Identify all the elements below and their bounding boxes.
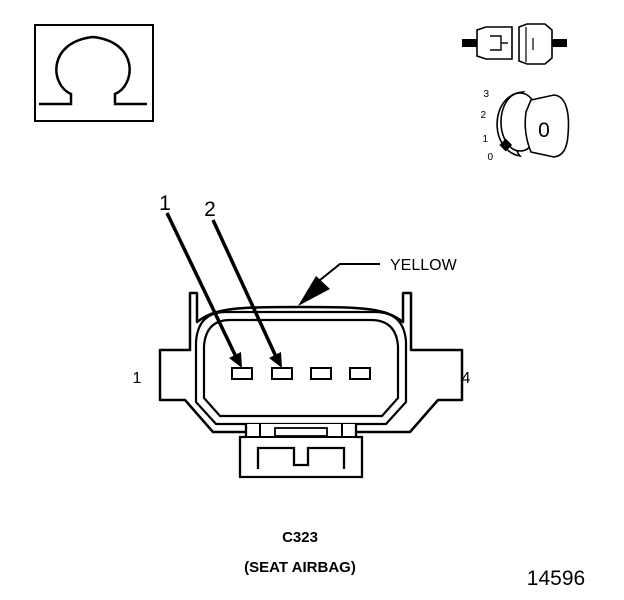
ignition-position-3: 3 — [483, 89, 489, 100]
ignition-switch-icon: 3 2 1 0 0 — [480, 89, 570, 163]
pin-cavity-3 — [310, 367, 332, 380]
pin-cavity-1 — [231, 367, 253, 380]
cavity-end-label-left: 1 — [133, 370, 142, 387]
pin-callout-2: 2 — [204, 198, 282, 368]
pin-callout-1: 1 — [159, 192, 242, 368]
pin-cavity-4 — [349, 367, 371, 380]
ignition-key-label: 0 — [538, 119, 550, 142]
ignition-position-2: 2 — [480, 110, 486, 121]
color-leader: YELLOW — [298, 257, 458, 306]
connector-color-label: YELLOW — [390, 257, 458, 274]
connector-id: C323 — [282, 529, 318, 546]
pin-callout-label-1: 1 — [159, 192, 171, 215]
disconnected-connector-icon — [462, 23, 567, 65]
figure-number: 14596 — [527, 567, 585, 590]
ignition-position-0: 0 — [487, 152, 493, 163]
pin-callout-label-2: 2 — [204, 198, 216, 221]
connector-name: (SEAT AIRBAG) — [244, 559, 356, 576]
ohm-icon — [39, 35, 147, 106]
connector-face — [158, 291, 464, 479]
ignition-position-1: 1 — [482, 134, 488, 145]
pin-cavity-2 — [271, 367, 293, 380]
cavity-end-label-right: 4 — [462, 370, 471, 387]
ohmmeter-symbol — [34, 24, 154, 122]
